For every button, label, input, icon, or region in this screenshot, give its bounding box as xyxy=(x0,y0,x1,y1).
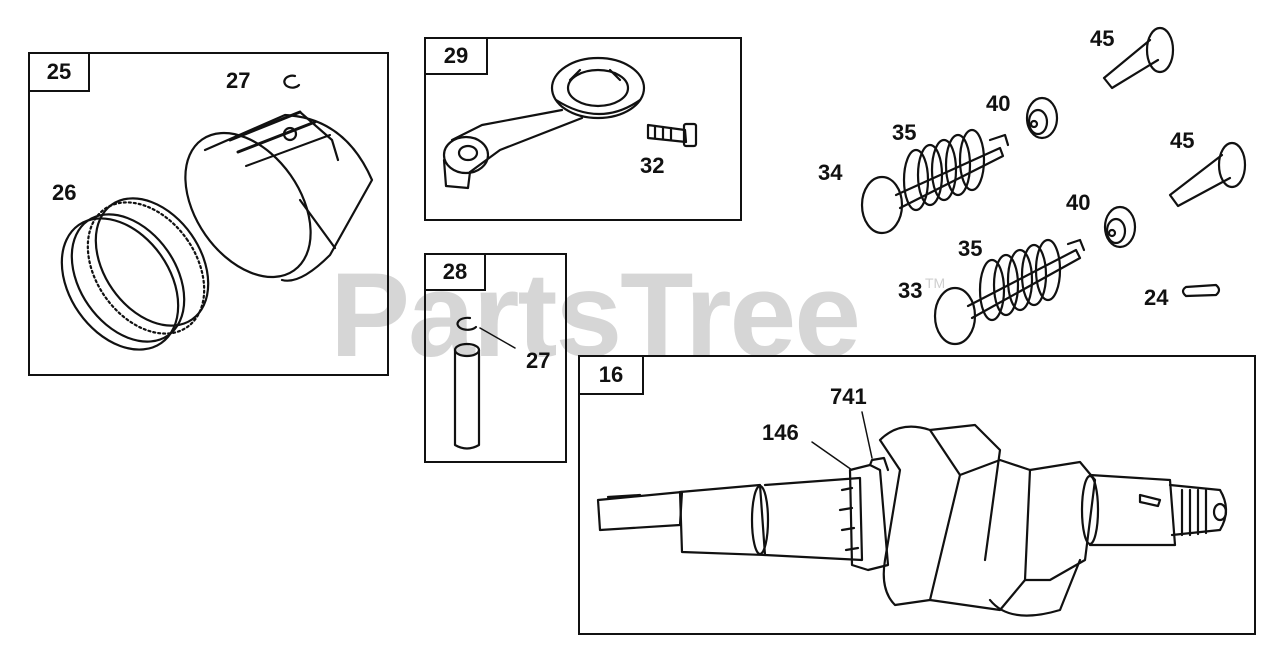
callout-32: 32 xyxy=(640,153,665,178)
part-box-16: 16 xyxy=(578,355,1256,635)
callout-33: 33 xyxy=(898,278,923,303)
piston-drawing xyxy=(184,110,374,282)
callout-26: 26 xyxy=(52,180,77,205)
tappet-45b-drawing xyxy=(1168,141,1247,208)
part-box-16-number: 16 xyxy=(580,357,644,395)
callout-24: 24 xyxy=(1144,285,1169,310)
timing-gear-drawing xyxy=(838,456,890,572)
callout-45-upper: 45 xyxy=(1090,26,1115,51)
callout-27-pin: 27 xyxy=(526,348,551,373)
watermark-trademark: TM xyxy=(925,275,946,291)
bolt-drawing xyxy=(646,122,698,148)
connecting-rod-drawing xyxy=(442,56,646,190)
piston-rings-drawing xyxy=(60,197,210,351)
part-box-25-number: 25 xyxy=(30,54,90,92)
crankshaft-drawing xyxy=(596,423,1228,617)
callout-35-upper: 35 xyxy=(892,120,917,145)
piston-pin-drawing xyxy=(453,342,481,450)
leader-741 xyxy=(861,411,873,459)
circlip-28-drawing xyxy=(456,316,478,331)
tappet-45a-drawing xyxy=(1102,26,1175,90)
circlip-27-drawing xyxy=(283,74,301,89)
key-24-drawing xyxy=(1181,283,1221,298)
part-box-29-number: 29 xyxy=(426,39,488,75)
callout-741: 741 xyxy=(830,384,867,409)
leader-27b xyxy=(479,327,516,349)
callout-34: 34 xyxy=(818,160,843,185)
part-box-28: 28 xyxy=(424,253,567,463)
valve-34-drawing xyxy=(860,133,1010,235)
callout-27-piston: 27 xyxy=(226,68,251,93)
part-box-25: 25 xyxy=(28,52,389,376)
callout-146: 146 xyxy=(762,420,799,445)
callout-45-lower: 45 xyxy=(1170,128,1195,153)
valve-33-drawing xyxy=(933,238,1086,346)
callout-40-upper: 40 xyxy=(986,91,1011,116)
retainer-40a-drawing xyxy=(1025,96,1059,140)
part-box-29: 29 xyxy=(424,37,742,221)
retainer-40b-drawing xyxy=(1103,205,1137,249)
leader-146 xyxy=(811,441,853,471)
callout-35-lower: 35 xyxy=(958,236,983,261)
callout-40-lower: 40 xyxy=(1066,190,1091,215)
part-box-28-number: 28 xyxy=(426,255,486,291)
